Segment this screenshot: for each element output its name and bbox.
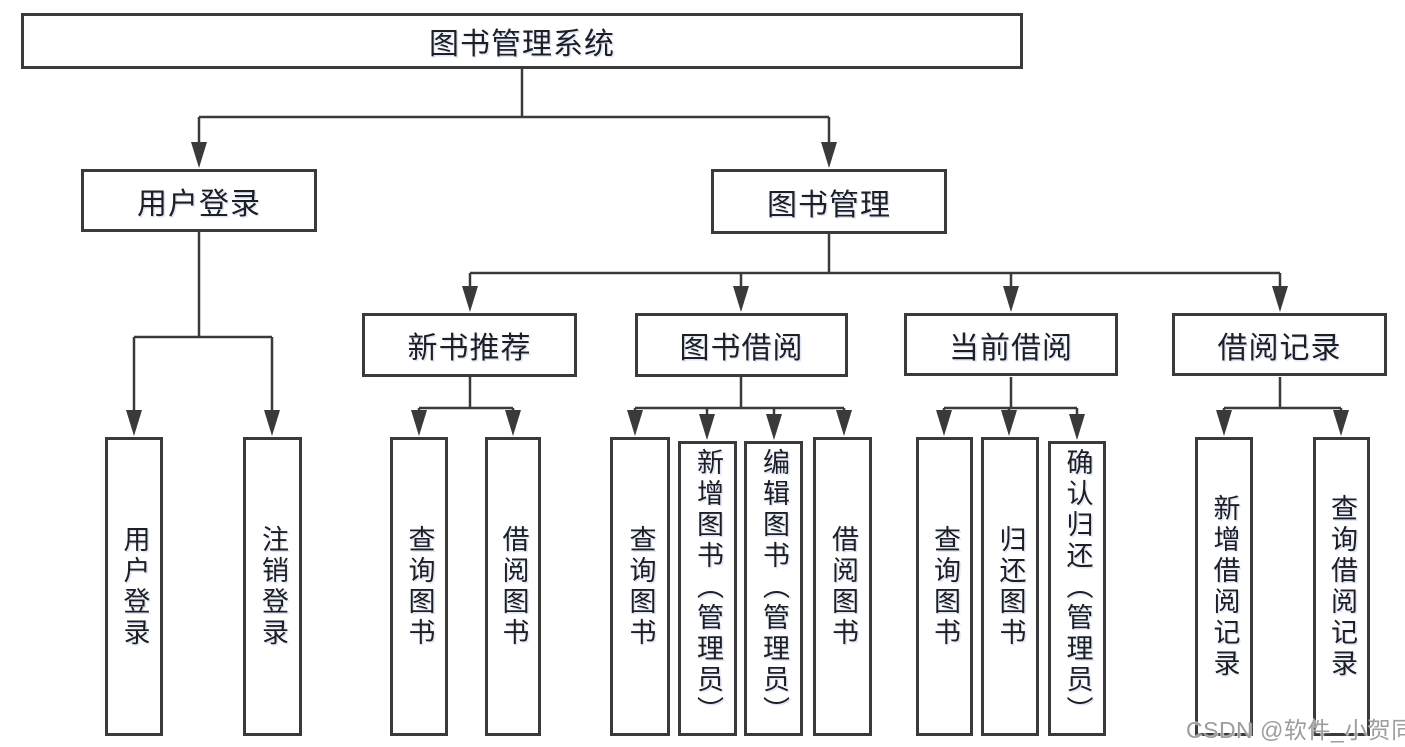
leaf-add-borrow-record: 新增借阅记录 [1195, 437, 1253, 736]
leaf-query-books: 查询图书 [916, 437, 973, 736]
arrowhead [1069, 414, 1085, 440]
leaf-return-books: 归还图书 [981, 437, 1039, 736]
node-label: 新书推荐 [407, 332, 532, 365]
arrowhead [821, 142, 837, 168]
arrowhead [836, 410, 852, 436]
leaf-user-login: 用户登录 [105, 437, 163, 736]
node-user-login: 用户登录 [81, 169, 317, 232]
arrowhead [936, 410, 952, 436]
leaf-label: 确认归还（管理员） [1062, 448, 1093, 727]
node-label: 借阅记录 [1217, 331, 1342, 365]
leaf-label: 注销登录 [258, 524, 288, 649]
node-borrowing-records: 借阅记录 [1172, 313, 1387, 376]
node-label: 用户登录 [137, 187, 261, 221]
leaf-label: 查询图书 [625, 524, 656, 649]
leaf-confirm-return-admin: 确认归还（管理员） [1048, 441, 1106, 736]
node-label: 图书借阅 [679, 332, 804, 365]
node-label: 图书管理 [767, 188, 891, 222]
leaf-borrow-books: 借阅图书 [813, 437, 872, 736]
leaf-query-books: 查询图书 [390, 437, 448, 736]
arrowhead [411, 410, 427, 436]
arrowhead [264, 410, 280, 436]
leaf-borrow-books: 借阅图书 [485, 437, 541, 736]
node-label: 图书管理系统 [429, 28, 615, 61]
arrowhead [505, 410, 521, 436]
arrowhead [1216, 410, 1232, 436]
leaf-query-borrow-record: 查询借阅记录 [1313, 437, 1370, 736]
node-library-management-system: 图书管理系统 [21, 13, 1023, 69]
leaf-logout: 注销登录 [243, 437, 302, 736]
leaf-label: 查询图书 [930, 524, 960, 649]
arrowhead [1272, 286, 1288, 312]
arrowhead [699, 414, 715, 440]
leaf-label: 归还图书 [995, 524, 1026, 649]
leaf-query-books: 查询图书 [610, 437, 670, 736]
node-label: 当前借阅 [949, 331, 1073, 365]
node-current-borrowing: 当前借阅 [904, 313, 1118, 376]
arrowhead [462, 286, 478, 312]
leaf-label: 查询借阅记录 [1327, 493, 1357, 680]
leaf-label: 借阅图书 [828, 524, 858, 649]
arrowhead [126, 410, 142, 436]
arrowhead [1003, 286, 1019, 312]
arrowhead [766, 414, 782, 440]
leaf-label: 借阅图书 [498, 524, 529, 649]
node-new-book-recommendation: 新书推荐 [362, 313, 577, 377]
arrowhead [191, 142, 207, 168]
arrowhead [733, 286, 749, 312]
arrowhead [1001, 410, 1017, 436]
leaf-label: 新增借阅记录 [1209, 493, 1240, 680]
leaf-label: 新增图书（管理员） [693, 448, 723, 727]
watermark-text: CSDN @软件_小贺同学 [1186, 717, 1405, 743]
leaf-add-books-admin: 新增图书（管理员） [678, 441, 737, 736]
arrowhead [627, 410, 643, 436]
leaf-label: 用户登录 [119, 524, 150, 649]
node-book-management: 图书管理 [711, 169, 947, 234]
leaf-edit-books-admin: 编辑图书（管理员） [744, 441, 803, 736]
leaf-label: 查询图书 [404, 524, 435, 649]
arrowhead [1333, 410, 1349, 436]
node-book-borrowing: 图书借阅 [635, 313, 848, 377]
leaf-label: 编辑图书（管理员） [759, 448, 789, 727]
